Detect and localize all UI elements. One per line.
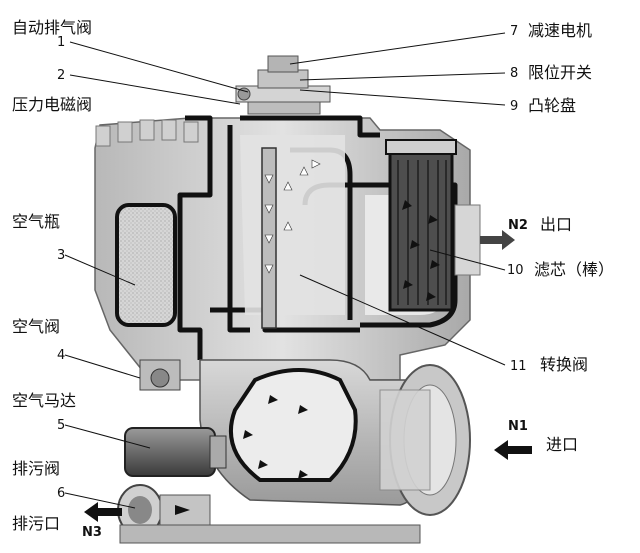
callout-8: 8 — [510, 66, 519, 81]
air-valve-assembly — [139, 359, 181, 391]
inlet-passage — [228, 368, 358, 482]
drain-valve-assembly — [117, 484, 211, 536]
base-plate — [119, 524, 421, 544]
label-drain-port: 排污口 — [12, 514, 61, 533]
label-limit-switch: 限位开关 — [528, 63, 593, 82]
label-cam-disc: 凸轮盘 — [528, 96, 577, 115]
filter-flow-arrows — [402, 200, 440, 301]
callout-3: 3 — [57, 248, 66, 263]
label-outlet: 出口 — [540, 215, 573, 234]
label-air-bottle: 空气瓶 — [12, 212, 61, 231]
air-motor-body — [124, 427, 216, 477]
outlet-arrow — [480, 230, 515, 250]
label-filter-element: 滤芯（棒） — [534, 260, 615, 279]
top-mechanism — [235, 55, 331, 115]
vessel-top-rim — [95, 119, 199, 147]
shaft-flow-arrows — [264, 159, 321, 274]
label-switch-valve: 转换阀 — [540, 355, 589, 374]
label-inlet: 进口 — [546, 435, 579, 454]
callout-6: 6 — [57, 486, 66, 501]
flow-tag-n1: N1 — [508, 419, 528, 434]
callout-4: 4 — [57, 348, 66, 363]
callout-1: 1 — [57, 35, 66, 50]
callout-10: 10 — [507, 263, 524, 278]
drain-arrow — [84, 502, 122, 522]
filter-cap — [385, 139, 457, 155]
outlet-stub — [454, 204, 481, 276]
callout-9: 9 — [510, 99, 519, 114]
label-pressure-solenoid-valve: 压力电磁阀 — [12, 95, 93, 114]
elbow-flow-arrows — [243, 395, 308, 479]
filter-cartridge — [388, 148, 454, 312]
label-reducer-motor: 减速电机 — [528, 21, 593, 40]
callout-7: 7 — [510, 24, 519, 39]
flow-tag-n3: N3 — [82, 525, 102, 540]
leader-lines — [64, 32, 506, 509]
callout-11: 11 — [510, 359, 527, 374]
callout-5: 5 — [57, 418, 66, 433]
callout-2: 2 — [57, 68, 66, 83]
flow-tag-n2: N2 — [508, 218, 528, 233]
label-drain-valve: 排污阀 — [12, 459, 61, 478]
label-auto-vent-valve: 自动排气阀 — [12, 18, 93, 37]
label-air-valve: 空气阀 — [12, 317, 61, 336]
label-air-motor: 空气马达 — [12, 391, 77, 410]
air-bottle-body — [115, 203, 177, 327]
inlet-arrow — [494, 440, 532, 460]
